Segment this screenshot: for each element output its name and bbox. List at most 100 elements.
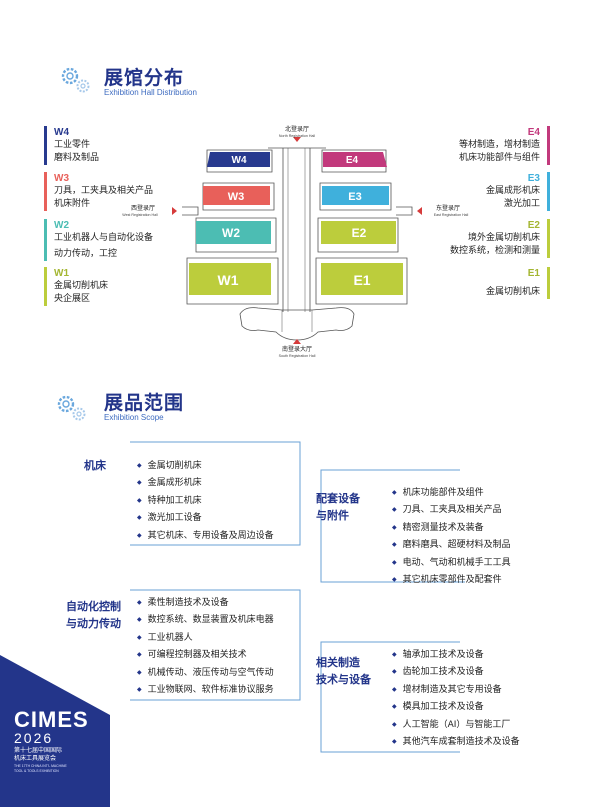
legend-e4: E4 等材制造，增材制造 机床功能部件与组件 xyxy=(459,126,550,165)
hall-e2[interactable]: E2 xyxy=(321,221,396,244)
list-item: 磨料磨具、超硬材料及制品 xyxy=(392,537,511,554)
scope-machine-tools-title: 机床 xyxy=(84,459,106,472)
hall-w3-label: W3 xyxy=(228,191,245,203)
legend-e3-line: 激光加工 xyxy=(503,199,540,209)
scope-automation-title-line: 自动化控制 xyxy=(66,600,121,613)
hall-w2[interactable]: W2 xyxy=(196,221,271,244)
list-item: 金属成形机床 xyxy=(137,475,274,492)
legend-e4-line: 机床功能部件与组件 xyxy=(458,153,540,163)
cimes-logo: CIMES xyxy=(14,707,89,732)
list-item: 激光加工设备 xyxy=(137,510,274,527)
list-item: 模具加工技术及设备 xyxy=(392,699,520,716)
hall-section-subtitle: Exhibition Hall Distribution xyxy=(104,88,197,97)
list-item: 金属切削机床 xyxy=(137,458,274,475)
gear-cluster-icon xyxy=(57,395,86,421)
legend-e2: E2 境外金属切削机床 数控系统，检测和测量 xyxy=(450,219,550,258)
legend-w1-line: 央企展区 xyxy=(54,294,91,304)
legend-w4-line: 磨料及制品 xyxy=(54,153,100,163)
hall-e1[interactable]: E1 xyxy=(321,263,403,295)
legend-w1: W1 金属切削机床 央企展区 xyxy=(44,267,108,306)
legend-e1: E1 金属切削机床 xyxy=(486,267,550,299)
hall-section-title: 展馆分布 xyxy=(104,67,185,89)
legend-e3-line: 金属成形机床 xyxy=(485,186,540,196)
scope-section-subtitle: Exhibition Scope xyxy=(104,413,164,422)
hall-e3-label: E3 xyxy=(348,191,361,203)
legend-w2-code: W2 xyxy=(54,220,69,231)
brand-en-name: THE 17TH CHINA INT'L MACHINE TOOL & TOOL… xyxy=(14,764,67,774)
legend-e2-code: E2 xyxy=(527,220,540,231)
list-item: 其它机床零部件及配套件 xyxy=(392,572,511,589)
east-hall-label: 东登录厅 xyxy=(436,204,460,212)
list-item: 刀具、工夹具及相关产品 xyxy=(392,502,511,519)
legend-w4-code: W4 xyxy=(54,127,69,138)
east-entrance-arrow xyxy=(417,207,422,215)
west-hall-label-en: West Registration Hall xyxy=(122,213,158,217)
list-item: 特种加工机床 xyxy=(137,493,274,510)
brand-en-line: THE 17TH CHINA INT'L MACHINE xyxy=(14,764,67,768)
list-item: 柔性制造技术及设备 xyxy=(137,595,274,612)
hall-e3[interactable]: E3 xyxy=(322,186,389,205)
legend-e2-line: 数控系统，检测和测量 xyxy=(449,246,540,256)
list-item: 机床功能部件及组件 xyxy=(392,485,511,502)
south-entrance-arrow xyxy=(293,339,301,344)
legend-w3-code: W3 xyxy=(54,173,69,184)
brand-en-line: TOOL & TOOLS EXHIBITION xyxy=(14,769,59,773)
legend-w1-code: W1 xyxy=(54,268,69,279)
legend-w4: W4 工业零件 磨料及制品 xyxy=(44,126,99,165)
legend-w2-line: 动力传动，工控 xyxy=(54,249,118,259)
legend-w2: W2 工业机器人与自动化设备 动力传动，工控 xyxy=(44,219,153,261)
legend-w3: W3 刀具，工夹具及相关产品 机床附件 xyxy=(44,172,153,211)
legend-e1-line: 金属切削机床 xyxy=(485,287,540,297)
list-item: 齿轮加工技术及设备 xyxy=(392,664,520,681)
legend-e4-line: 等材制造，增材制造 xyxy=(458,140,540,150)
legend-e2-line: 境外金属切削机床 xyxy=(467,233,540,243)
legend-w2-line: 工业机器人与自动化设备 xyxy=(54,233,154,243)
hall-e2-label: E2 xyxy=(352,226,367,240)
north-hall-label-en: North Registration Hall xyxy=(279,134,315,138)
south-hall-label-en: South Registration Hall xyxy=(279,354,316,358)
brand-cn-line: 第十七届中国国际 xyxy=(14,747,63,754)
hall-e1-label: E1 xyxy=(353,272,370,288)
legend-w3-line: 刀具，工夹具及相关产品 xyxy=(54,186,154,196)
scope-machine-tools-list: 金属切削机床 金属成形机床 特种加工机床 激光加工设备 其它机床、专用设备及周边… xyxy=(137,458,274,545)
hall-w1[interactable]: W1 xyxy=(189,263,271,295)
list-item: 机械传动、液压传动与空气传动 xyxy=(137,665,274,682)
west-hall-label: 西登录厅 xyxy=(131,204,155,212)
scope-automation-title-line: 与动力传动 xyxy=(66,617,121,630)
list-item: 其它机床、专用设备及周边设备 xyxy=(137,528,274,545)
scope-accessories-list: 机床功能部件及组件 刀具、工夹具及相关产品 精密测量技术及装备 磨料磨具、超硬材… xyxy=(392,485,511,589)
list-item: 精密测量技术及装备 xyxy=(392,520,511,537)
scope-related-title-line: 技术与设备 xyxy=(316,673,371,686)
list-item: 数控系统、数显装置及机床电器 xyxy=(137,612,274,629)
hall-w3[interactable]: W3 xyxy=(203,186,270,205)
legend-e4-code: E4 xyxy=(527,127,540,138)
list-item: 人工智能（AI）与智能工厂 xyxy=(392,717,520,734)
hall-e4[interactable]: E4 xyxy=(323,152,387,167)
brand-corner-shape xyxy=(0,655,110,807)
list-item: 增材制造及其它专用设备 xyxy=(392,682,520,699)
map-outline xyxy=(182,147,413,341)
scope-section-title: 展品范围 xyxy=(104,392,185,414)
legend-e3-code: E3 xyxy=(527,173,540,184)
legend-e1-code: E1 xyxy=(527,268,540,279)
hall-e4-label: E4 xyxy=(346,155,359,166)
brand-year: 2026 xyxy=(14,730,54,746)
legend-w1-line: 金属切削机床 xyxy=(54,281,109,291)
scope-accessories-title: 配套设备 与附件 xyxy=(316,490,360,524)
hall-w1-label: W1 xyxy=(218,272,239,288)
list-item: 工业物联网、软件标准协议服务 xyxy=(137,682,274,699)
hall-w2-label: W2 xyxy=(222,226,240,240)
scope-related-title-line: 相关制造 xyxy=(316,656,360,669)
list-item: 其他汽车成套制造技术及设备 xyxy=(392,734,520,751)
legend-w4-line: 工业零件 xyxy=(54,140,91,150)
brand-cn-line: 机床工具展览会 xyxy=(14,755,57,762)
hall-w4[interactable]: W4 xyxy=(207,152,270,167)
hall-w4-label: W4 xyxy=(232,155,247,166)
north-hall-label: 北登录厅 xyxy=(285,125,309,133)
north-entrance-arrow xyxy=(293,137,301,142)
list-item: 电动、气动和机械手工工具 xyxy=(392,555,511,572)
brand-cn-name: 第十七届中国国际 机床工具展览会 xyxy=(14,747,62,763)
list-item: 工业机器人 xyxy=(137,630,274,647)
west-entrance-arrow xyxy=(172,207,177,215)
scope-accessories-title-line: 配套设备 xyxy=(316,492,360,505)
